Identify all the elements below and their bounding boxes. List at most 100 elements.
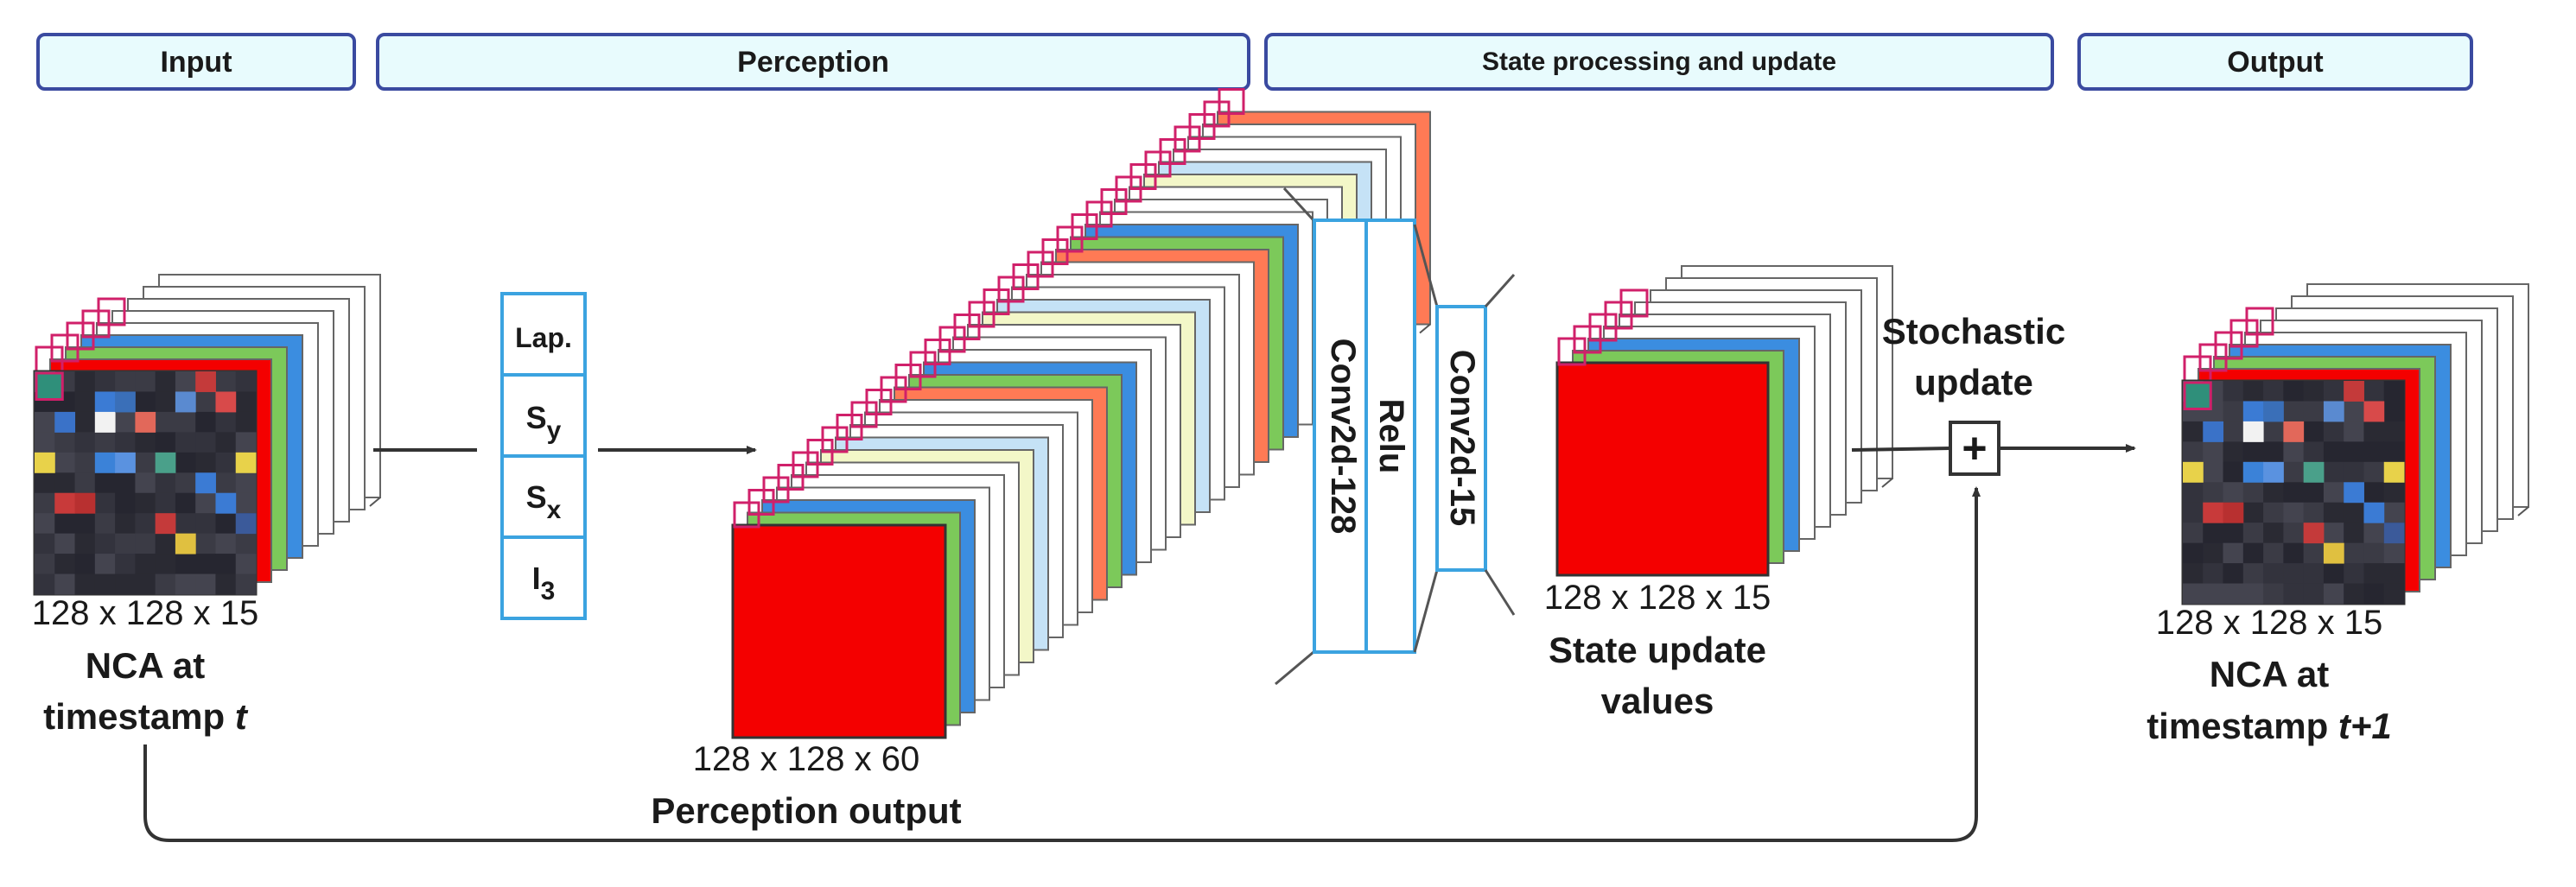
grid-pixel [54,472,76,494]
grid-pixel [135,492,156,514]
grid-pixel [94,411,116,433]
grid-pixel [2283,563,2305,585]
grid-pixel [195,533,216,554]
input-dims-label: 128 x 128 x 15 [32,594,258,632]
grid-pixel [2223,563,2244,585]
grid-pixel [2383,523,2405,544]
grid-pixel [195,492,216,514]
grid-pixel [175,391,196,413]
grid-pixel [2344,421,2364,442]
grid-pixel [2283,482,2305,504]
grid-pixel [2283,441,2305,463]
grid-pixel [2383,563,2405,585]
grid-pixel [175,492,196,514]
grid-pixel [2223,461,2244,483]
grid-pixel [2242,461,2264,483]
grid-pixel [155,371,176,392]
grid-pixel [2183,482,2204,504]
grid-pixel [2283,523,2305,544]
depth-line [2517,506,2529,516]
filter-sobel-x-label: Sx [526,479,562,524]
state-dims-label: 128 x 128 x 15 [1544,579,1771,617]
grid-pixel [2383,583,2405,605]
grid-pixel [2363,482,2385,504]
grid-pixel [2263,542,2284,564]
grid-pixel [2363,441,2385,463]
filter-identity-base: I [532,561,541,596]
grid-pixel [2242,421,2264,442]
output-caption-word: timestamp [2147,706,2328,746]
grid-pixel [155,554,176,575]
grid-pixel [115,492,136,514]
grid-pixel [155,432,176,453]
grid-pixel [2344,461,2364,483]
grid-pixel [2183,523,2204,544]
grid-pixel [74,533,96,554]
grid-pixel [235,513,257,535]
grid-pixel [35,432,55,453]
grid-pixel [235,492,257,514]
grid-pixel [2344,381,2364,402]
output-tensor-stack [2181,283,2529,605]
grid-pixel [2323,461,2344,483]
section-header-output-label: Output [2227,46,2323,79]
grid-pixel [2203,421,2224,442]
grid-pixel [2223,542,2244,564]
state-to-plus-line [1851,447,1951,452]
grid-pixel [2242,502,2264,523]
patch-marker [1557,337,1587,366]
grid-pixel [2283,381,2305,402]
grid-pixel [2363,421,2385,442]
funnel-line [1484,569,1516,616]
grid-pixel [2344,563,2364,585]
grid-pixel [2242,523,2264,544]
input-caption-line2: timestamp t [43,696,249,737]
grid-pixel [195,432,216,453]
grid-pixel [2303,502,2325,523]
grid-pixel [215,573,237,595]
grid-pixel [2283,421,2305,442]
patch-marker [2183,381,2212,410]
grid-pixel [35,472,55,494]
grid-pixel [235,573,257,595]
grid-pixel [115,554,136,575]
funnel-line [1275,650,1314,686]
grid-pixel [2363,563,2385,585]
grid-pixel [155,533,176,554]
grid-pixel [74,452,96,473]
grid-pixel [2323,401,2344,422]
grid-pixel [235,472,257,494]
grid-pixel [2323,542,2344,564]
grid-pixel [35,492,55,514]
grid-pixel [2303,482,2325,504]
grid-pixel [2303,441,2325,463]
grid-pixel [2383,482,2405,504]
grid-pixel [115,533,136,554]
grid-pixel [235,452,257,473]
grid-pixel [2323,523,2344,544]
grid-pixel [2263,523,2284,544]
grid-pixel [2383,421,2405,442]
grid-pixel [2344,542,2364,564]
grid-pixel [2263,421,2284,442]
depth-line [1419,323,1431,334]
grid-pixel [115,472,136,494]
stochastic-add-node: + [1949,421,2000,476]
grid-pixel [2203,563,2224,585]
grid-pixel [2323,563,2344,585]
grid-pixel [155,573,176,595]
input-caption-word: timestamp [43,696,225,737]
patch-marker [733,501,760,529]
grid-pixel [115,371,136,392]
grid-pixel [195,411,216,433]
grid-pixel [2203,482,2224,504]
grid-pixel [115,513,136,535]
grid-pixel [94,452,116,473]
grid-pixel [94,573,116,595]
stochastic-label-line2: update [1914,362,2033,402]
grid-pixel [2223,523,2244,544]
grid-pixel [135,513,156,535]
grid-pixel [175,371,196,392]
grid-pixel [175,513,196,535]
grid-pixel [2263,583,2284,605]
